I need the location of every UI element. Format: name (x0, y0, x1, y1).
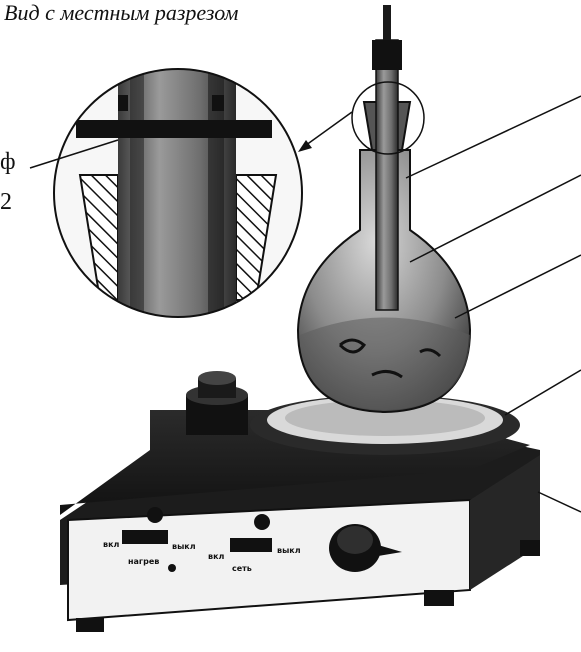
power-switch-name-label: сеть (232, 564, 252, 573)
cut-label-number: 2 (0, 189, 12, 215)
cut-label-letter: ф (0, 149, 16, 175)
heat-switch-name-label: нагрев (128, 557, 160, 566)
detail-view (54, 69, 302, 317)
heater-base (60, 371, 540, 632)
heat-switch-on-label: вкл (103, 540, 120, 549)
boiling-flask (296, 5, 472, 414)
power-switch-on-label: вкл (208, 552, 225, 561)
figure-title: Вид с местным разрезом (4, 0, 239, 25)
leader-lines (405, 95, 581, 513)
heat-switch-off-label: выкл (172, 542, 196, 551)
power-switch-off-label: выкл (277, 546, 301, 555)
